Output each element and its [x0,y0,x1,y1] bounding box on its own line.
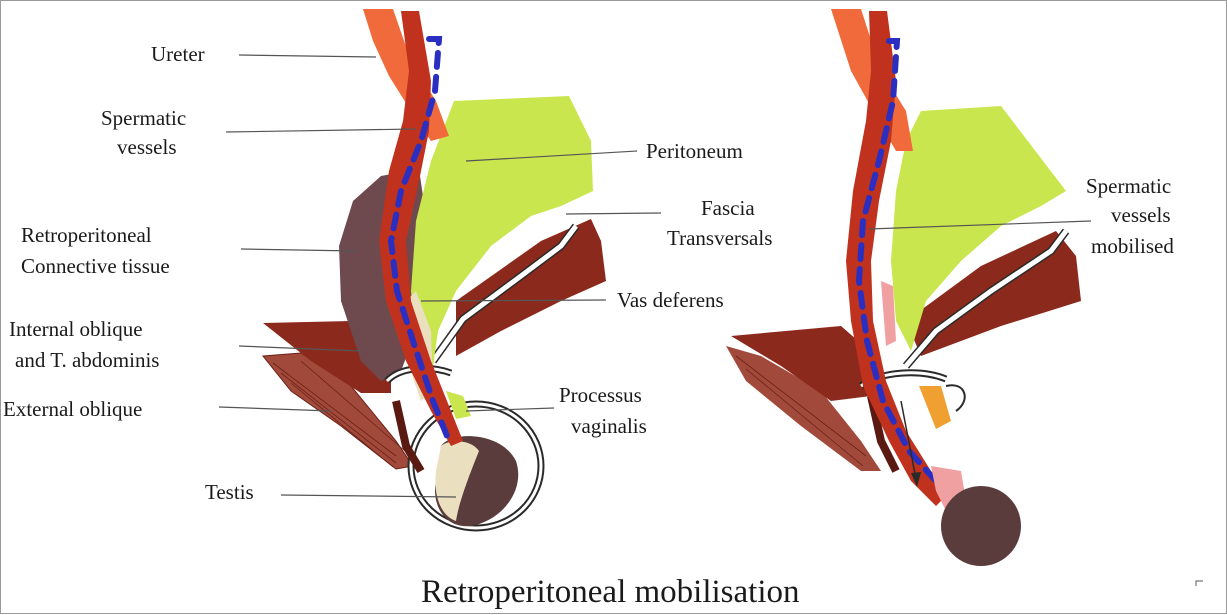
label-retroperitoneal-line2: Connective tissue [21,254,170,278]
label-fascia-line1: Fascia [701,196,755,220]
processus-remnant [919,386,951,429]
label-ureter: Ureter [151,42,205,66]
label-spermatic-vessels-line2: vessels [117,135,177,159]
label-peritoneum: Peritoneum [646,139,743,163]
label-spermatic-vessels-line1: Spermatic [101,106,186,130]
label-retroperitoneal-line1: Retroperitoneal [21,223,152,247]
label-mobilised-line3: mobilised [1091,234,1174,258]
label-processus-line2: vaginalis [571,414,647,438]
left-anatomy [263,9,606,528]
label-mobilised-line2: vessels [1111,203,1171,227]
label-processus-line1: Processus [559,383,642,407]
label-fascia-line2: Transversals [667,226,772,250]
label-vas-deferens: Vas deferens [617,288,724,312]
label-external-oblique: External oblique [3,397,142,421]
label-testis: Testis [205,480,254,504]
label-internal-oblique-line1: Internal oblique [9,317,143,341]
label-internal-oblique-line2: and T. abdominis [15,348,159,372]
testis-right [941,486,1021,566]
label-mobilised-line1: Spermatic [1086,174,1171,198]
right-anatomy [726,9,1203,586]
figure-caption: Retroperitoneal mobilisation [421,574,800,610]
